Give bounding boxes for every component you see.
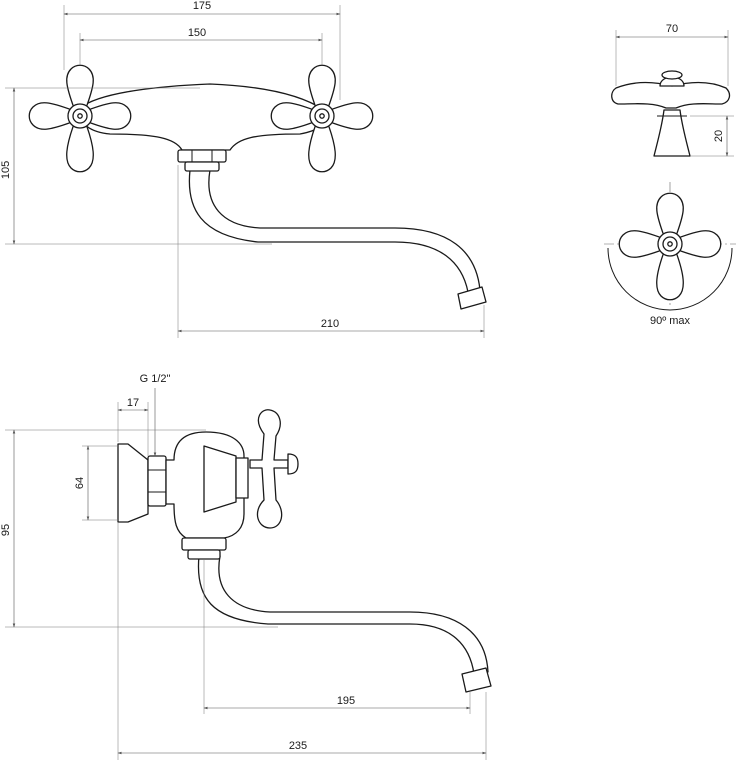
side-view: G 1/2" 17 64 95 195 235 — [0, 373, 492, 760]
dim-knob-rotation: 90º max — [650, 315, 691, 327]
side-handle — [249, 409, 289, 529]
dim-side-spout-reach: 195 — [337, 695, 355, 707]
dim-side-height: 95 — [0, 524, 12, 536]
knob-top-detail: 70 20 — [611, 23, 734, 157]
side-cartridge — [203, 445, 237, 513]
dim-side-flange: 64 — [74, 477, 86, 489]
knob-rotation-cross-handle — [618, 192, 722, 301]
side-spout — [197, 555, 489, 675]
side-hex-nut — [147, 455, 167, 507]
front-nut — [177, 149, 227, 163]
dim-front-height: 105 — [0, 161, 12, 179]
dim-knob-height: 20 — [713, 130, 725, 142]
side-aerator — [461, 667, 492, 693]
dim-side-thread: G 1/2" — [140, 373, 171, 385]
front-right-cross-handle — [270, 64, 374, 173]
dim-front-spout-reach: 210 — [321, 318, 339, 330]
side-lower-nut — [181, 537, 227, 551]
front-body — [79, 83, 326, 151]
dim-side-overall-depth: 235 — [289, 740, 307, 752]
dim-front-handle-spacing: 150 — [188, 27, 206, 39]
front-aerator — [457, 286, 487, 310]
front-spout — [188, 169, 481, 293]
side-wall-flange — [117, 443, 149, 523]
dim-side-nut-depth: 17 — [127, 397, 139, 409]
front-left-cross-handle — [28, 64, 132, 173]
knob-rotation-detail: 90º max — [604, 182, 736, 327]
dim-front-overall-width: 175 — [193, 0, 211, 12]
knob-base — [653, 109, 691, 157]
front-view: 175 150 105 210 — [0, 0, 487, 338]
dim-knob-width: 70 — [666, 23, 678, 35]
